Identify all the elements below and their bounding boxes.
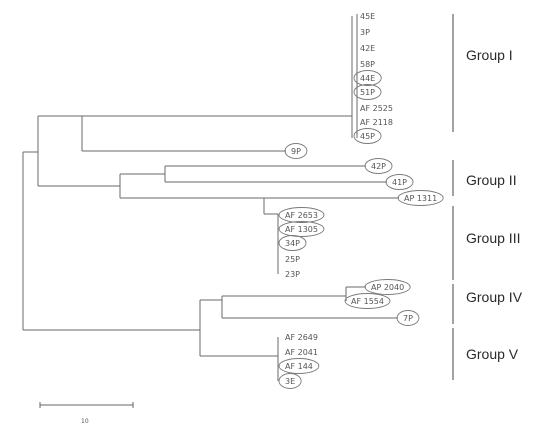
group-bracket: Group II [452,160,517,196]
leaf-highlight-ellipse [278,358,320,374]
tree-leaf: 23P [285,270,300,279]
tree-leaf: 7P [396,310,420,326]
leaf-highlight-ellipse [396,310,420,326]
group-label: Group V [466,346,519,362]
leaf-highlight-ellipse [278,235,307,251]
leaf-label: AF 2525 [360,104,393,113]
leaf-highlight-ellipse [353,84,382,100]
leaf-label: AP 1311 [404,194,437,203]
leaf-highlight-ellipse [284,143,308,159]
tree-leaves: 45E 3P 42E 58P 44E 51P AF 2525 AF 2118 45P 9P 42P 4… [278,12,444,389]
tree-leaf: 9P [284,143,308,159]
leaf-label: 51P [360,88,375,97]
leaf-label: 45E [360,12,375,21]
leaf-label: AF 1305 [285,225,318,234]
tree-leaf: AF 2041 [285,348,318,357]
leaf-label: 42E [360,44,375,53]
leaf-label: AP 2040 [371,283,404,292]
tree-leaf: 42P [364,158,393,174]
leaf-label: 7P [403,314,413,323]
tree-leaf: AF 144 [278,358,320,374]
tree-leaf: AF 1554 [344,293,391,309]
leaf-label: 3P [360,28,370,37]
tree-leaf: 41P [385,174,414,190]
group-label: Group II [466,172,517,188]
leaf-highlight-ellipse [278,373,302,389]
leaf-label: 42P [371,162,386,171]
leaf-label: AF 2041 [285,348,318,357]
leaf-highlight-ellipse [353,70,382,86]
tree-leaf: AF 2118 [360,118,393,127]
tree-leaf: 3E [278,373,302,389]
leaf-label: 58P [360,60,375,69]
leaf-highlight-ellipse [353,128,382,144]
tree-leaf: AF 2525 [360,104,393,113]
leaf-highlight-ellipse [278,221,325,237]
group-bracket: Group III [452,206,520,280]
group-label: Group III [466,230,520,246]
group-brackets: Group I Group II Group III Group IV Group V [452,14,523,380]
leaf-label: 23P [285,270,300,279]
leaf-highlight-ellipse [344,293,391,309]
leaf-label: 45P [360,132,375,141]
tree-leaf: 25P [285,255,300,264]
tree-leaf: AF 2649 [285,333,318,342]
leaf-label: 3E [285,377,295,386]
group-label: Group I [466,47,513,63]
scale-bar-label: 10 [81,418,89,425]
leaf-label: 9P [291,147,301,156]
group-bracket: Group V [452,328,519,380]
tree-leaf: 3P [360,28,370,37]
leaf-label: 44E [360,74,375,83]
leaf-label: AF 2118 [360,118,393,127]
scale-bar: 10 [39,402,134,425]
leaf-highlight-ellipse [385,174,414,190]
group-bracket: Group I [452,14,513,132]
leaf-label: AF 2649 [285,333,318,342]
tree-leaf: 45P [353,128,382,144]
leaf-label: AF 2653 [285,211,318,220]
leaf-label: 34P [285,239,300,248]
leaf-highlight-ellipse [364,279,411,295]
tree-leaf: AP 2040 [364,279,411,295]
tree-leaf: AF 1305 [278,221,325,237]
tree-leaf: 42E [360,44,375,53]
leaf-label: AF 1554 [351,297,384,306]
leaf-highlight-ellipse [397,190,444,206]
tree-leaf: 34P [278,235,307,251]
tree-branches [22,14,399,381]
tree-leaf: 45E [360,12,375,21]
leaf-label: 41P [392,178,407,187]
leaf-label: AF 144 [285,362,313,371]
group-bracket: Group IV [452,284,523,324]
group-label: Group IV [466,289,523,305]
tree-leaf: 44E [353,70,382,86]
tree-leaf: 51P [353,84,382,100]
tree-leaf: AF 2653 [278,207,325,223]
leaf-label: 25P [285,255,300,264]
leaf-highlight-ellipse [278,207,325,223]
tree-leaf: 58P [360,60,375,69]
leaf-highlight-ellipse [364,158,393,174]
tree-leaf: AP 1311 [397,190,444,206]
